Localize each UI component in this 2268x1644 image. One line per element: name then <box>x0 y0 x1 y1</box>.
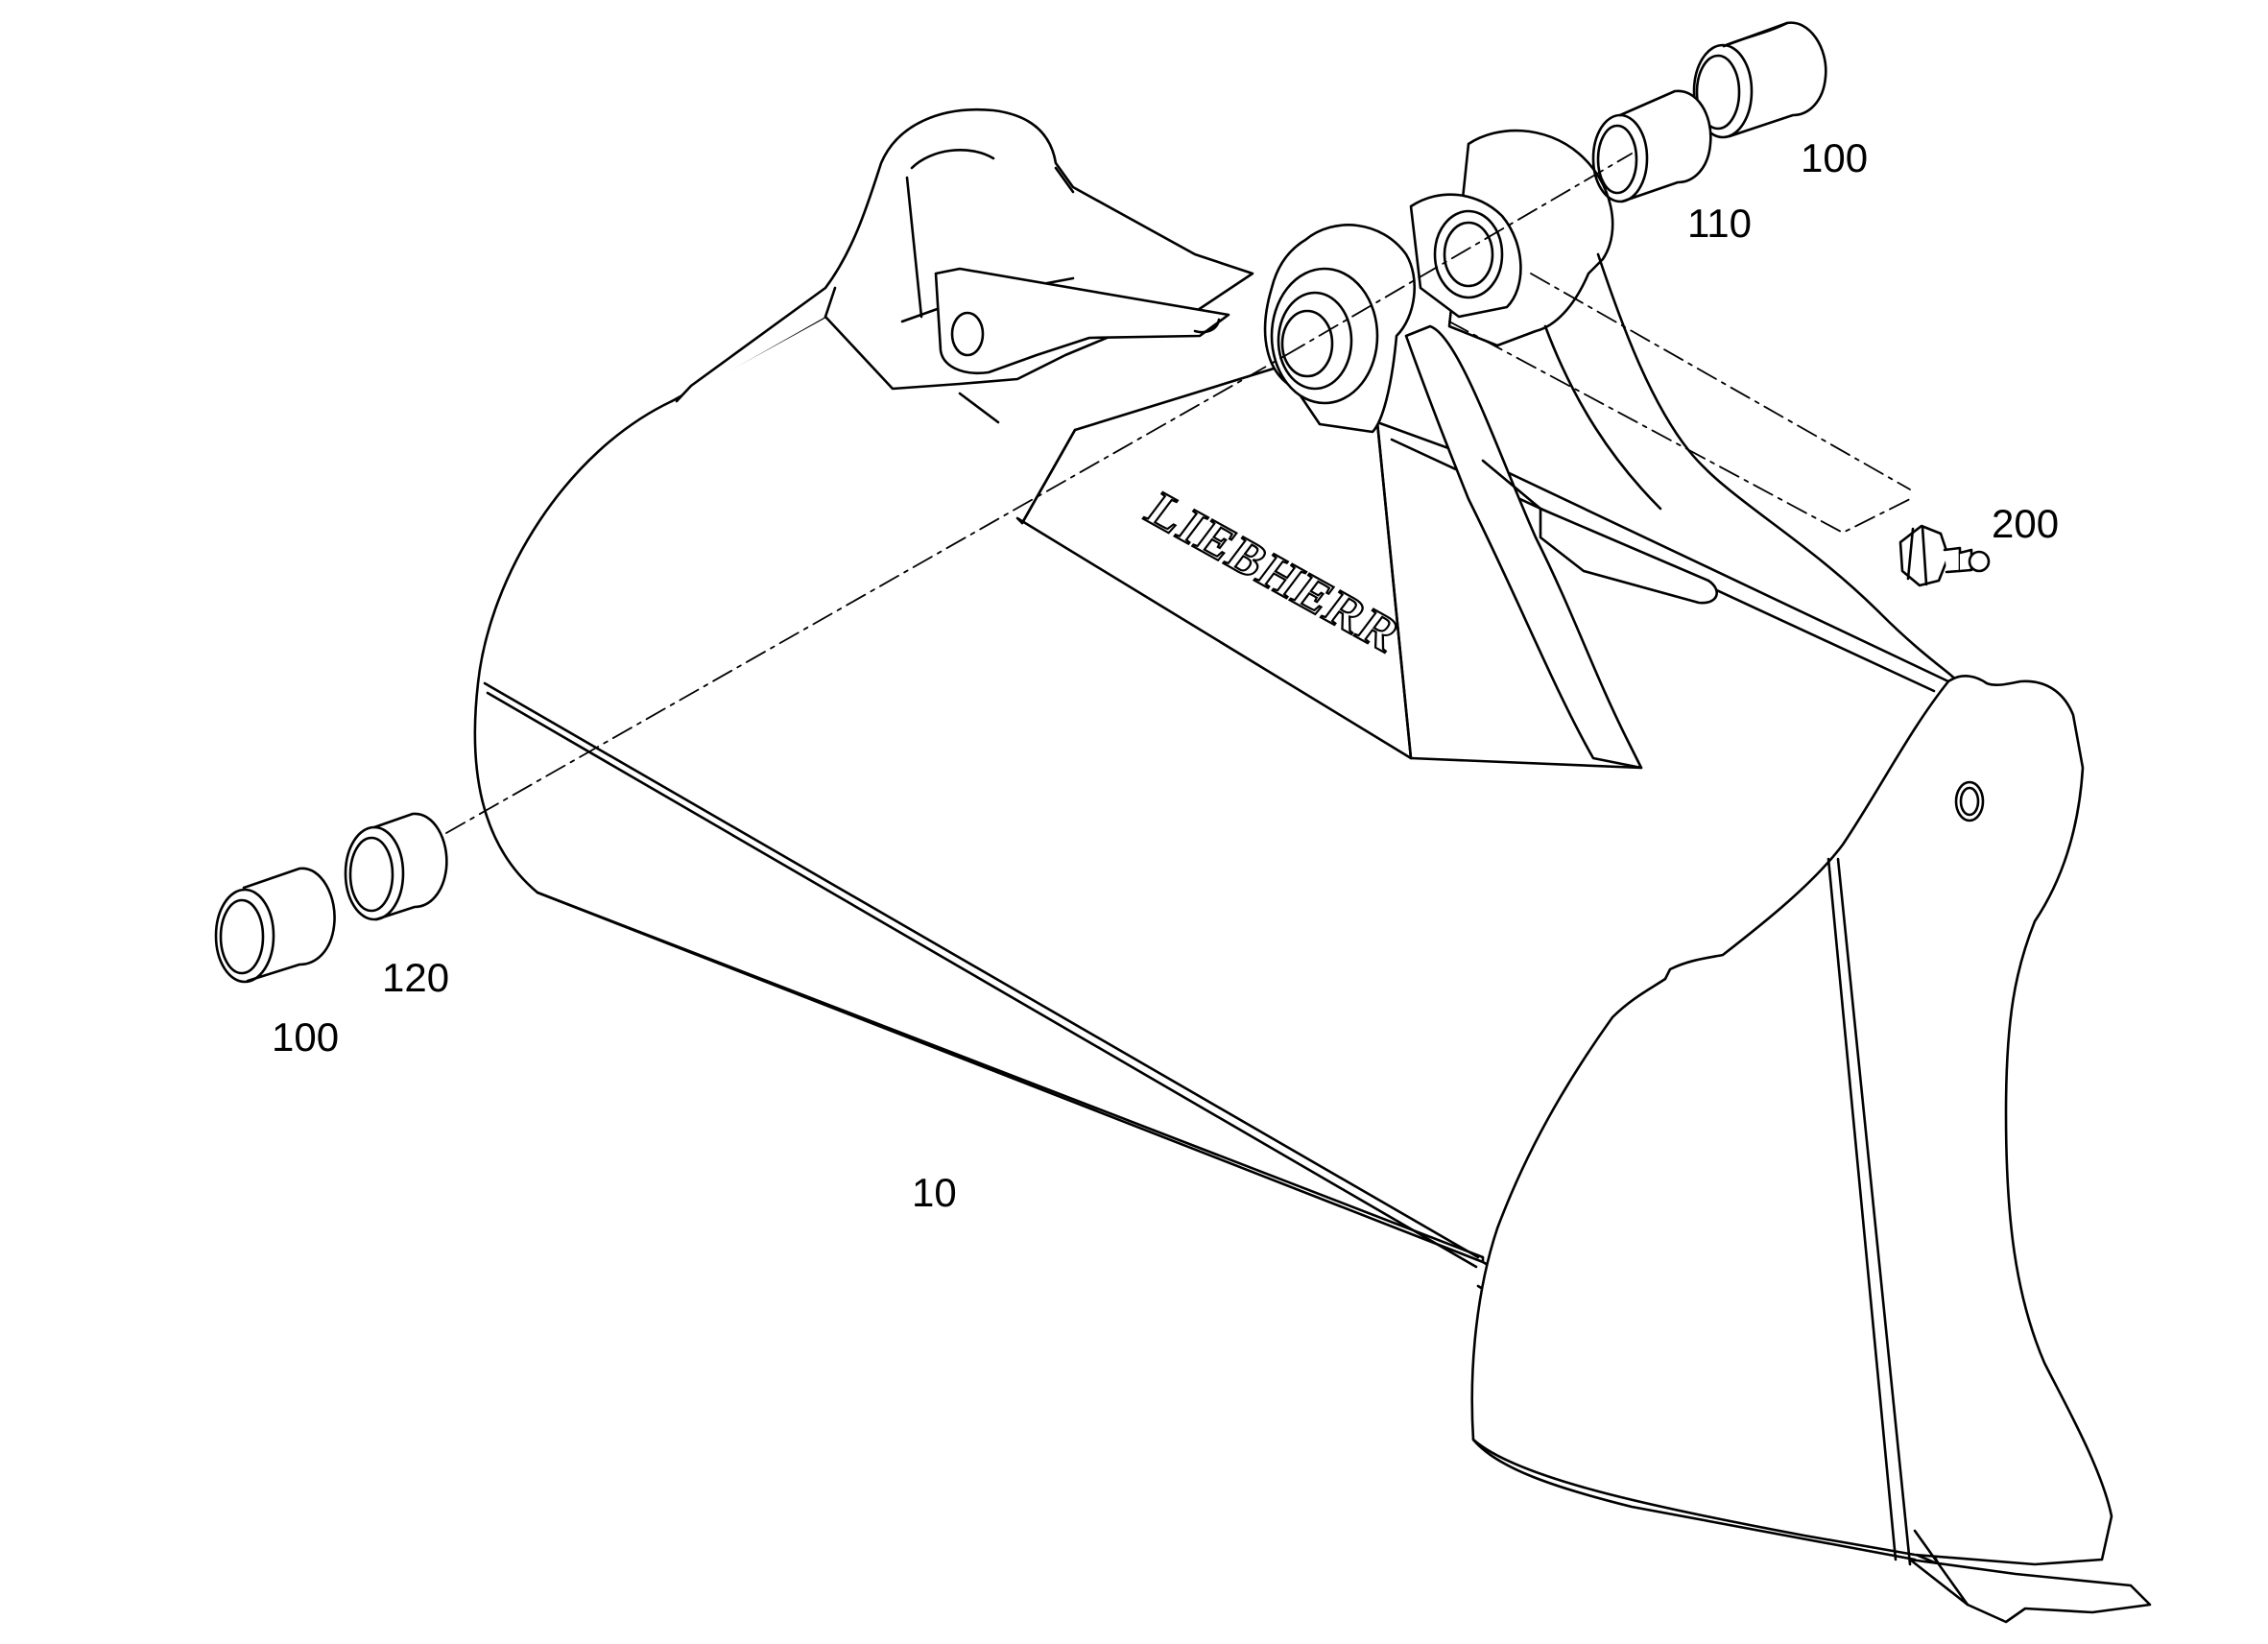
callout-grease-nipple: 200 <box>1992 501 2060 546</box>
right-side-plate <box>1470 675 2152 1624</box>
callout-bushing-left: 100 <box>272 1014 340 1060</box>
ring-top-110 <box>1591 89 1712 203</box>
assembly-lines <box>445 153 1911 834</box>
callout-bushing-top: 100 <box>1801 135 1869 180</box>
bushing-left-100 <box>214 867 336 984</box>
left-hinge-plate <box>675 107 1254 403</box>
ring-left-120 <box>344 812 448 921</box>
rear-hinge-bosses <box>1404 129 1960 770</box>
bucket-body <box>473 276 1950 1566</box>
callout-bucket: 10 <box>912 1170 957 1215</box>
callout-ring-top: 110 <box>1687 201 1752 246</box>
front-hinge-boss <box>1263 224 1417 434</box>
callout-ring-left: 120 <box>382 955 450 1000</box>
grease-nipple-200 <box>1898 524 1991 587</box>
bushing-top-100 <box>1692 21 1827 139</box>
